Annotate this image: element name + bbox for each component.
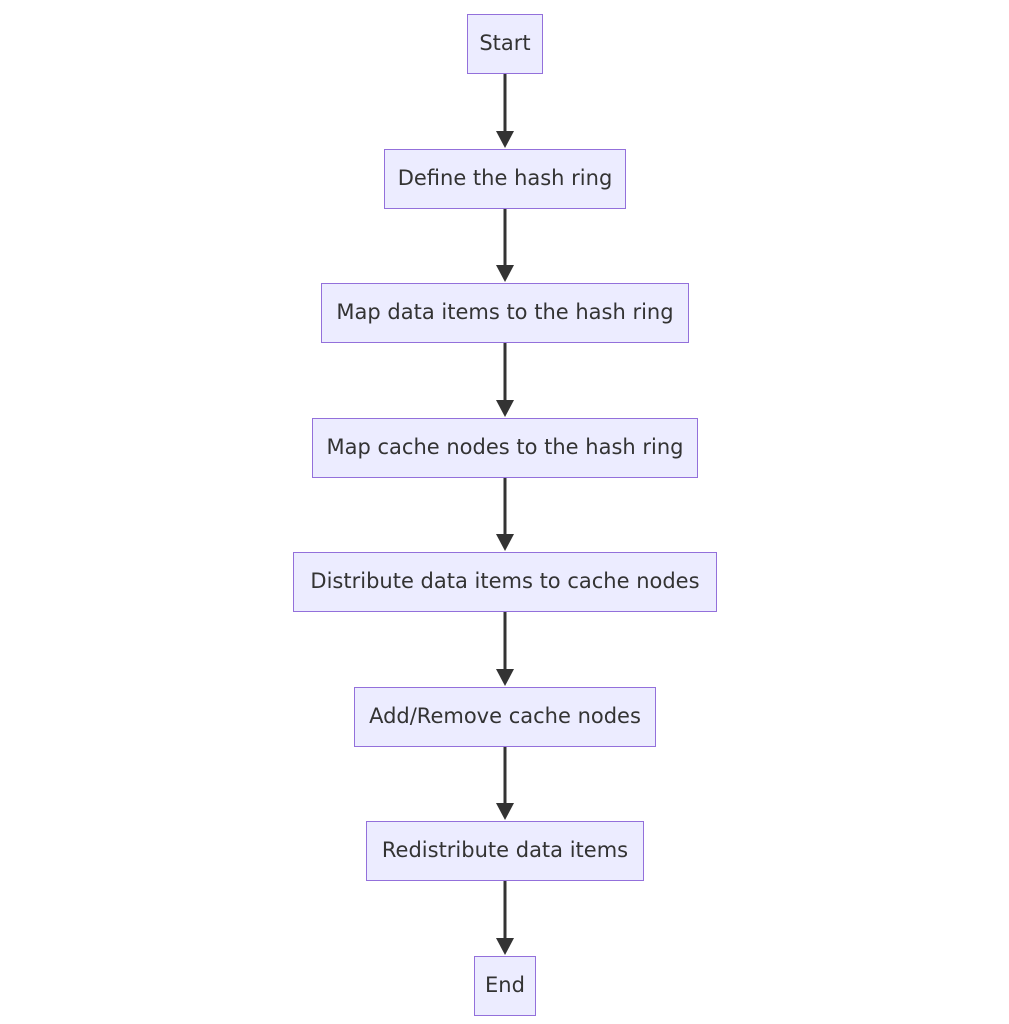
node-map-cache-nodes: Map cache nodes to the hash ring <box>312 418 698 478</box>
arrow-add-remove-to-redistribute <box>496 747 514 820</box>
arrow-start-to-define-ring <box>496 74 514 148</box>
arrowhead-icon <box>496 534 514 551</box>
arrow-map-data-items-to-map-cache-nodes <box>496 343 514 417</box>
arrow-map-cache-nodes-to-distribute <box>496 478 514 551</box>
arrowhead-icon <box>496 938 514 955</box>
arrow-distribute-to-add-remove <box>496 612 514 686</box>
arrowhead-icon <box>496 400 514 417</box>
node-start: Start <box>467 14 543 74</box>
node-distribute-data-items: Distribute data items to cache nodes <box>293 552 717 612</box>
node-map-data-items: Map data items to the hash ring <box>321 283 689 343</box>
node-end: End <box>474 956 536 1016</box>
node-add-remove-cache-nodes: Add/Remove cache nodes <box>354 687 656 747</box>
arrowhead-icon <box>496 265 514 282</box>
node-redistribute-data-items: Redistribute data items <box>366 821 644 881</box>
arrowhead-icon <box>496 669 514 686</box>
node-define-hash-ring: Define the hash ring <box>384 149 626 209</box>
arrowhead-icon <box>496 131 514 148</box>
arrow-redistribute-to-end <box>496 881 514 955</box>
arrowhead-icon <box>496 803 514 820</box>
arrow-define-ring-to-map-data-items <box>496 209 514 282</box>
